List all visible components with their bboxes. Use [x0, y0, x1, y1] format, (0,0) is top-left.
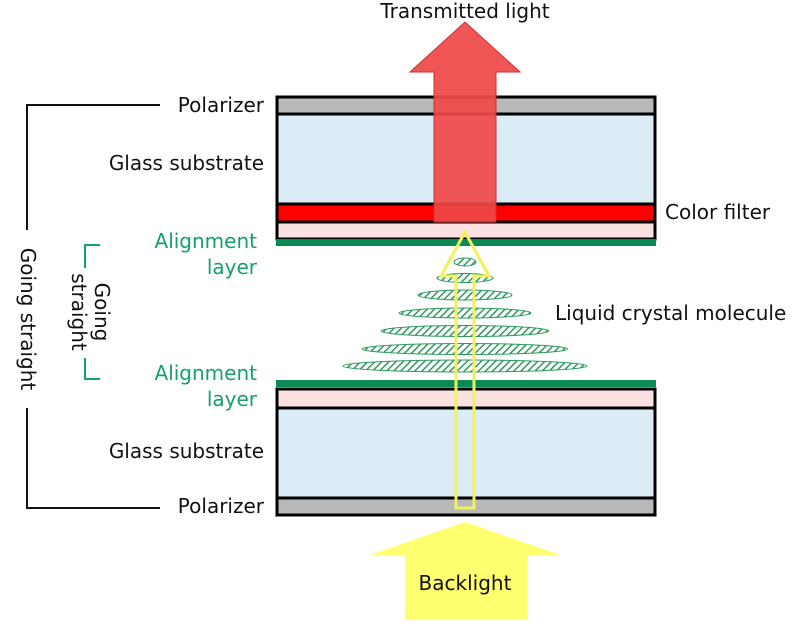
- top-polarizer-label: Polarizer: [178, 93, 265, 117]
- color-filter-label: Color filter: [665, 200, 771, 224]
- crystal-molecule: [417, 289, 513, 301]
- inner-going-straight-bracket-lower: [84, 358, 100, 380]
- outer-going-straight-label: Going straight: [16, 248, 40, 391]
- bottom-pink-layer: [275, 387, 657, 410]
- top-alignment-layer: [276, 239, 656, 246]
- backlight-label: Backlight: [419, 571, 512, 595]
- outer-going-straight-bracket-lower: [26, 408, 160, 509]
- crystal-molecule: [361, 343, 569, 355]
- liquid-crystal-molecules: [342, 257, 588, 373]
- outer-going-straight-bracket: [26, 104, 160, 230]
- top-alignment-layer-label-line2: layer: [207, 255, 258, 279]
- inner-going-straight-label-line2: straight: [67, 273, 91, 351]
- liquid-crystal-molecule-label: Liquid crystal molecule: [555, 301, 786, 325]
- transmitted-light-label: Transmitted light: [379, 0, 549, 23]
- inner-light-path-arrow-icon: [438, 228, 492, 510]
- bottom-glass-substrate-label: Glass substrate: [109, 439, 264, 463]
- crystal-molecule: [342, 359, 588, 373]
- top-glass-substrate-label: Glass substrate: [109, 151, 264, 175]
- bottom-glass-substrate: [275, 406, 657, 500]
- inner-going-straight-label-line1: Going: [90, 283, 114, 342]
- bottom-alignment-layer-label-line2: layer: [207, 387, 258, 411]
- inner-going-straight-bracket: [84, 244, 100, 268]
- bottom-polarizer-label: Polarizer: [178, 494, 265, 518]
- transmitted-light-arrow-icon: [408, 21, 522, 223]
- crystal-molecule: [453, 257, 477, 267]
- bottom-alignment-layer-label-line1: Alignment: [155, 361, 258, 385]
- top-alignment-layer-label-line1: Alignment: [155, 229, 258, 253]
- crystal-molecule: [398, 307, 532, 319]
- crystal-molecule: [380, 325, 550, 337]
- backlight-arrow-icon: [370, 522, 560, 620]
- bottom-alignment-layer: [276, 380, 656, 387]
